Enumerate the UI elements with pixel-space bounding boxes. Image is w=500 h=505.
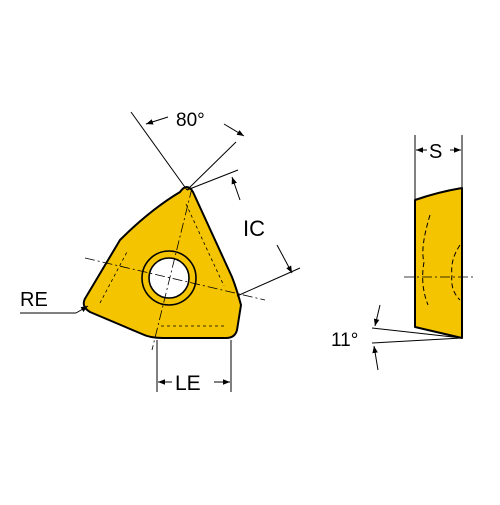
ic-arrow-bottom: [276, 244, 293, 274]
angle-arrow-left: [145, 116, 169, 125]
ic-arrow-top: [231, 176, 241, 201]
ic-extension-top: [186, 169, 239, 191]
ic-dimension: IC: [186, 169, 301, 297]
clearance-arrow-top: [373, 304, 381, 327]
center-line-horizontal: [84, 257, 266, 301]
clearance-arrow-bottom: [372, 345, 379, 371]
side-hole-left: [422, 214, 431, 306]
side-hole-right: [451, 244, 461, 301]
re-leader-arrow: [75, 305, 89, 314]
s-label: S: [429, 141, 442, 163]
angle-extension-left: [130, 111, 188, 191]
angle-arrow-right: [223, 123, 245, 137]
insert-side-view: [404, 187, 474, 339]
re-label: RE: [20, 289, 48, 311]
clearance-label: 11°: [331, 330, 358, 351]
s-dimension: S: [414, 135, 463, 200]
clearance-extension-lower: [371, 337, 463, 344]
center-line-diagonal: [151, 187, 193, 351]
side-body: [414, 187, 463, 339]
angle-dimension: 80°: [130, 110, 245, 191]
clearance-extension-upper: [371, 327, 463, 339]
le-dimension: LE: [156, 340, 232, 395]
clearance-angle-dimension: 11°: [331, 304, 463, 371]
re-dimension: RE: [20, 289, 89, 314]
insert-front-view: [82, 186, 266, 351]
insert-facet-line: [99, 203, 226, 327]
angle-extension-right: [186, 141, 237, 191]
angle-label: 80°: [176, 110, 205, 131]
ic-label: IC: [243, 216, 265, 241]
ic-extension-bottom: [236, 267, 301, 297]
le-label: LE: [175, 372, 201, 395]
